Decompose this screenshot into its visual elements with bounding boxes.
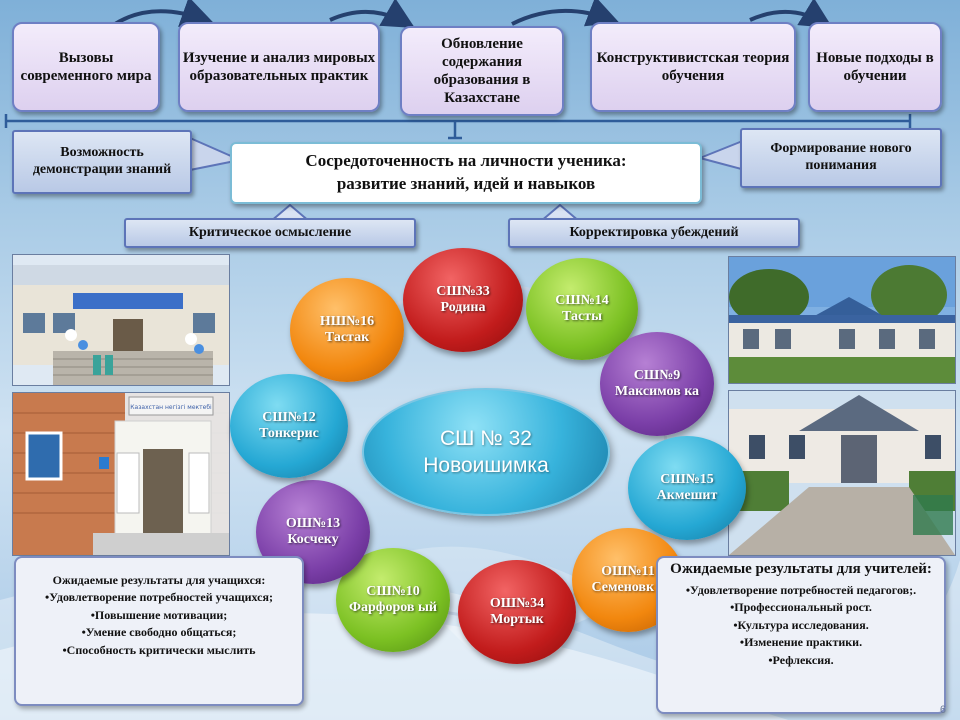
- school-node-place: Тастак: [324, 330, 370, 345]
- school-node-33: СШ№33 Родина: [403, 248, 523, 352]
- top-box-challenges: Вызовы современного мира: [12, 22, 160, 112]
- school-node-name: ОШ№34: [489, 595, 545, 611]
- results-teachers-item: •Изменение практики.: [739, 635, 863, 650]
- callout-label: Возможность демонстрации знаний: [32, 145, 172, 177]
- top-box-label: Изучение и анализ мировых образовательны…: [182, 50, 376, 84]
- label-critical-thinking: Критическое осмысление: [124, 218, 416, 248]
- school-photo-3: [728, 256, 956, 384]
- results-teachers-title: Ожидаемые результаты для учителей:: [670, 561, 932, 577]
- central-line-2: развитие знаний, идей и навыков: [336, 174, 596, 193]
- center-school-place: Новоишимка: [423, 454, 549, 477]
- top-box-label: Конструктивистская теория обучения: [596, 50, 790, 84]
- top-box-label: Обновление содержания образования в Каза…: [433, 36, 531, 106]
- arrow-4-5: [749, 0, 833, 29]
- results-teachers-item: •Удовлетворение потребностей педагогов;.: [685, 583, 917, 597]
- school-node-name: СШ№14: [555, 292, 609, 308]
- callout-knowledge-demo: Возможность демонстрации знаний: [12, 130, 192, 194]
- school-entrance-image: [729, 391, 955, 555]
- callout-label: Формирование нового понимания: [770, 141, 912, 173]
- school-node-14: СШ№14 Тасты: [526, 258, 638, 360]
- school-node-name: ОШ№11: [601, 563, 655, 579]
- photo-sign-text: Казахстан негізгі мектебі: [130, 404, 212, 411]
- school-entrance-image: Казахстан негізгі мектебі: [13, 393, 229, 555]
- school-node-name: ОШ№13: [285, 515, 341, 531]
- center-school-node: СШ № 32 Новоишимка: [362, 388, 610, 516]
- results-teachers-box: Ожидаемые результаты для учителей: •Удов…: [656, 556, 946, 714]
- school-node-place: Родина: [440, 300, 486, 315]
- results-students-item: •Повышение мотивации;: [90, 607, 228, 622]
- top-box-label: Новые подходы в обучении: [816, 50, 934, 84]
- central-line-1: Сосредоточенность на личности ученика:: [305, 151, 627, 171]
- top-box-label: Вызовы современного мира: [20, 50, 152, 84]
- school-node-name: СШ№10: [366, 583, 420, 599]
- school-node-name: СШ№12: [262, 409, 316, 425]
- school-node-place: Мортык: [490, 612, 544, 627]
- top-box-content-update: Обновление содержания образования в Каза…: [400, 26, 564, 116]
- slide-number: 6: [939, 704, 946, 716]
- top-box-new-approaches: Новые подходы в обучении: [808, 22, 942, 112]
- results-teachers-item: •Культура исследования.: [733, 617, 869, 632]
- school-node-name: НШ№16: [319, 313, 375, 329]
- school-node-place: Семеновк а: [591, 580, 665, 595]
- arrow-1-2: [110, 0, 214, 28]
- school-node-place: Тонкерис: [259, 426, 319, 441]
- school-node-12: СШ№12 Тонкерис: [230, 374, 348, 478]
- school-node-place: Тасты: [561, 309, 602, 324]
- center-school-name: СШ № 32: [440, 426, 532, 450]
- school-node-16: НШ№16 Тастак: [290, 278, 404, 382]
- school-node-name: СШ№15: [660, 471, 714, 487]
- label-text: Критическое осмысление: [188, 224, 352, 240]
- results-teachers-item: •Рефлексия.: [768, 652, 834, 667]
- top-connectors: [4, 0, 912, 140]
- arrow-3-4: [511, 0, 620, 27]
- school-node-9: СШ№9 Максимов ка: [600, 332, 714, 436]
- school-building-image: [13, 255, 229, 385]
- results-students-item: •Умение свободно общаться;: [81, 625, 237, 640]
- arrow-2-3: [329, 0, 415, 29]
- label-text: Корректировка убеждений: [569, 224, 739, 240]
- school-building-image: [729, 257, 955, 383]
- school-node-15: СШ№15 Акмешит: [628, 436, 746, 540]
- school-photo-1: [12, 254, 230, 386]
- school-node-name: СШ№9: [633, 367, 681, 383]
- school-node-34: ОШ№34 Мортык: [458, 560, 576, 664]
- label-belief-correction: Корректировка убеждений: [508, 218, 800, 248]
- results-students-item: •Удовлетворение потребностей учащихся;: [45, 590, 273, 605]
- school-node-place: Акмешит: [656, 488, 718, 503]
- school-photo-2: Казахстан негізгі мектебі: [12, 392, 230, 556]
- results-students-item: •Способность критически мыслить: [62, 642, 256, 657]
- school-photo-4: [728, 390, 956, 556]
- callout-new-understanding: Формирование нового понимания: [740, 128, 942, 188]
- school-node-place: Фарфоров ый: [349, 600, 437, 615]
- school-node-place: Максимов ка: [614, 384, 700, 399]
- results-students-box: Ожидаемые результаты для учащихся: •Удов…: [14, 556, 304, 706]
- top-box-world-practices: Изучение и анализ мировых образовательны…: [178, 22, 380, 112]
- results-teachers-item: •Профессиональный рост.: [730, 600, 872, 615]
- school-node-place: Косчеку: [287, 532, 339, 547]
- school-node-name: СШ№33: [436, 283, 490, 299]
- central-focus-box: Сосредоточенность на личности ученика: р…: [230, 142, 702, 204]
- results-students-title: Ожидаемые результаты для учащихся:: [52, 573, 266, 587]
- top-box-constructivist-theory: Конструктивистская теория обучения: [590, 22, 796, 112]
